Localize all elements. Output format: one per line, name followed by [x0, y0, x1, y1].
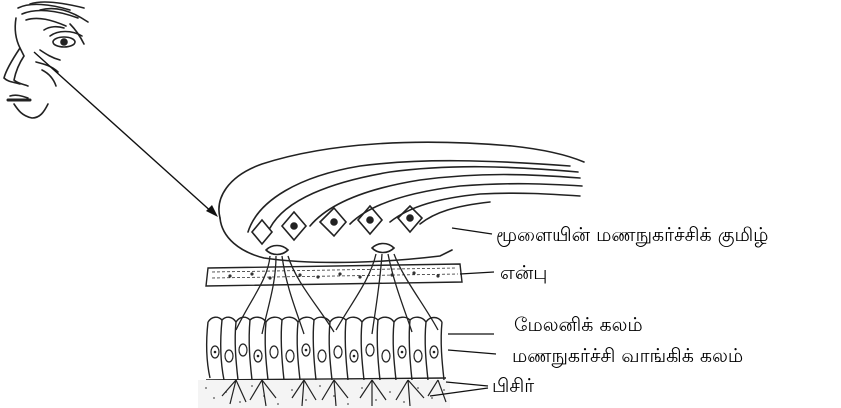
leader-receptor-cell: [448, 350, 496, 354]
face-sketch: [4, 2, 88, 118]
label-bone: என்பு: [500, 262, 547, 284]
bone-layer: [206, 264, 462, 286]
label-olfactory-bulb: மூளையின் மணநுகர்ச்சிக் குமிழ்: [496, 224, 768, 247]
mucus-layer: [198, 380, 450, 408]
leader-mucus-1: [446, 382, 488, 386]
label-epithelial-cell: மேலனிக் கலம்: [514, 314, 643, 336]
leader-bone: [460, 272, 494, 274]
labels: மூளையின் மணநுகர்ச்சிக் குமிழ் என்பு மேலன…: [492, 224, 768, 397]
pointer-arrow: [34, 52, 218, 217]
label-mucus: பிசிர்: [492, 375, 534, 397]
epithelium: [206, 317, 446, 380]
leader-lines: [430, 228, 496, 396]
leader-olfactory-bulb: [452, 228, 492, 234]
label-receptor-cell: மணநுகர்ச்சி வாங்கிக் கலம்: [512, 345, 743, 368]
